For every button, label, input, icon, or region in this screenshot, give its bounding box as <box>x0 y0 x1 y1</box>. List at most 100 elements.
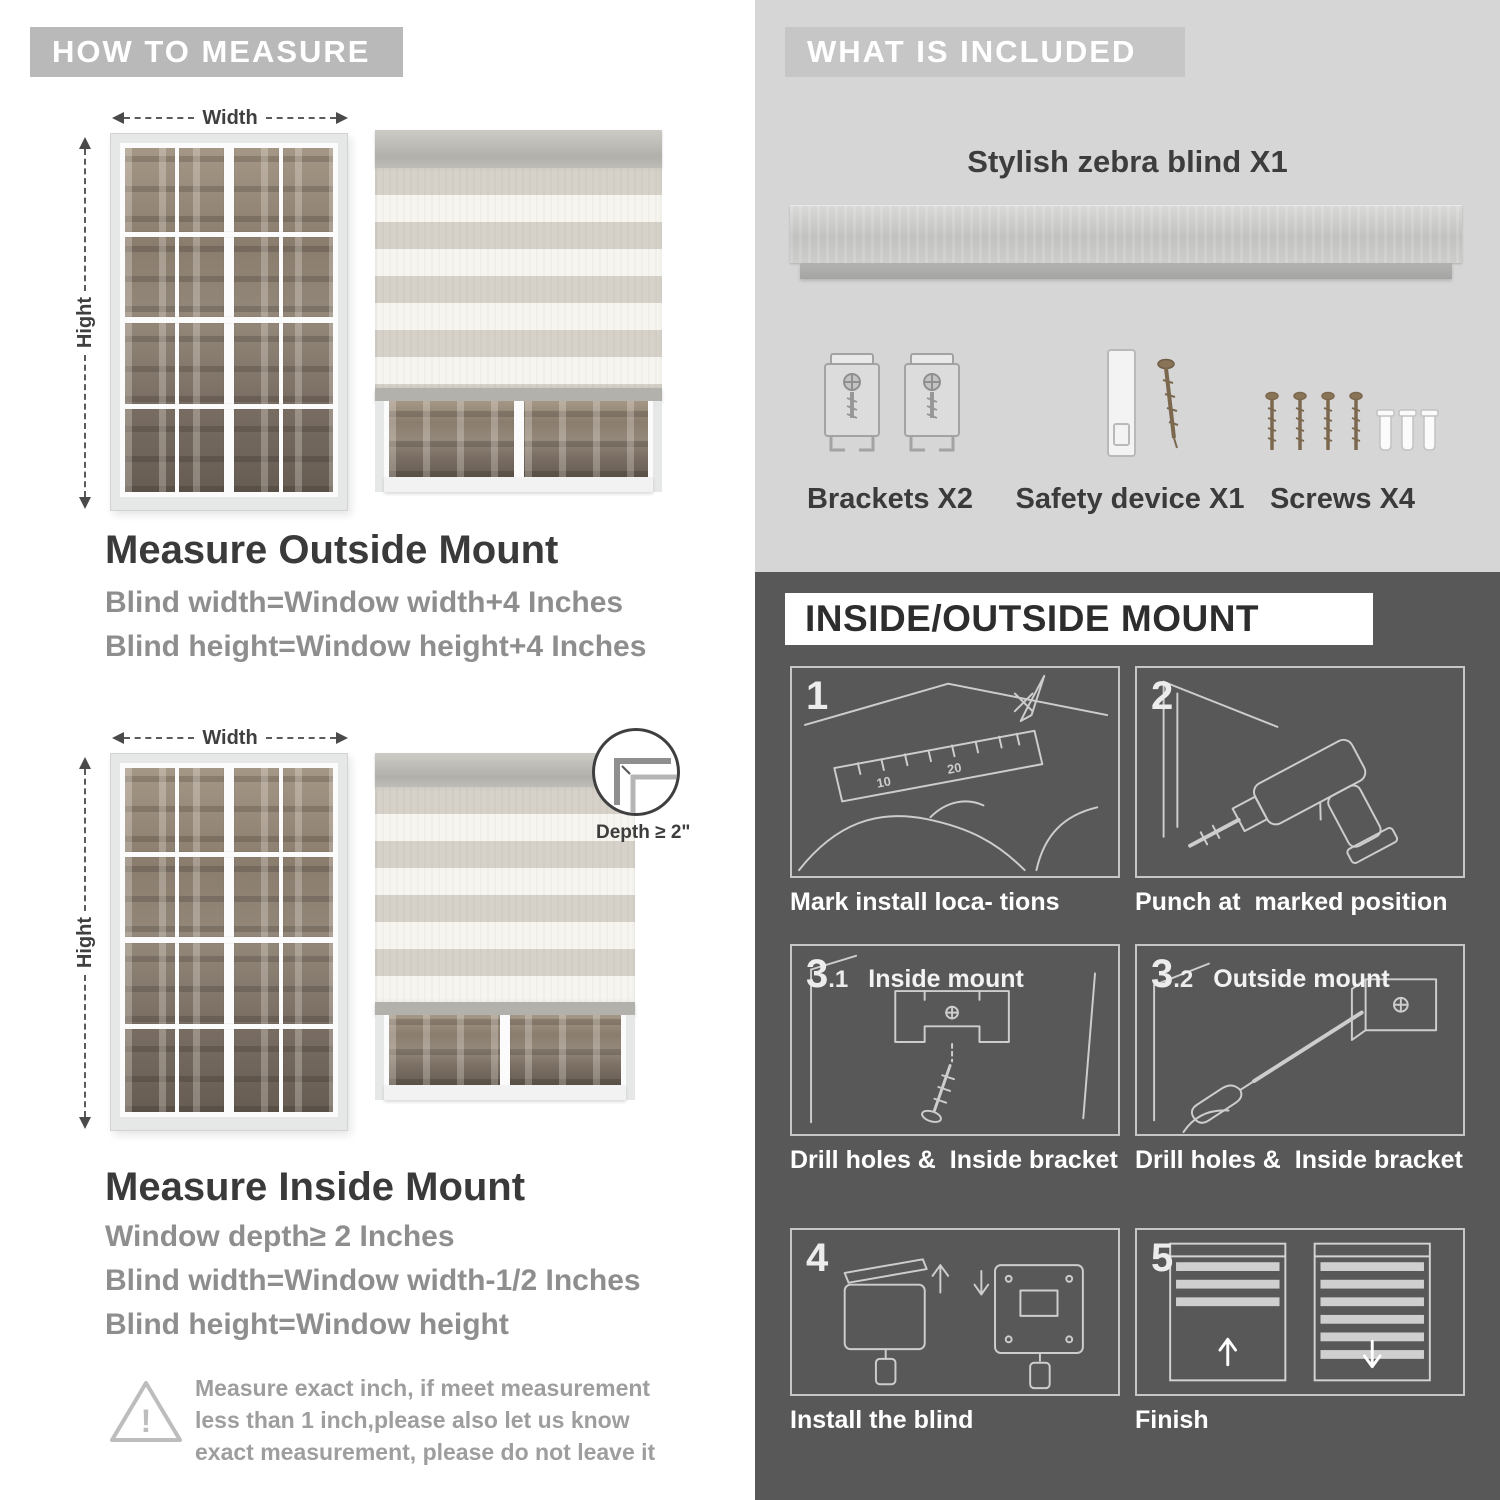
dimension-line <box>84 149 86 292</box>
depth-magnifier-icon <box>592 728 680 816</box>
window-photo-strip <box>384 401 653 477</box>
step-2-caption: Punch at marked position <box>1135 888 1448 916</box>
window-below-blind <box>375 1015 635 1100</box>
step-number: 1 <box>806 674 829 718</box>
inside-bracket-illustration <box>810 954 1096 1124</box>
arrow-up-icon <box>79 137 91 149</box>
height-dimension-outside: Hight <box>70 137 100 509</box>
height-dimension-inside: Hight <box>70 757 100 1129</box>
step-2-panel: 2 <box>1135 666 1465 878</box>
screws-label: Screws X4 <box>1269 483 1416 515</box>
dimension-line <box>84 354 86 497</box>
finish-illustration <box>1169 1242 1431 1382</box>
height-label: Hight <box>73 917 96 969</box>
outside-mount-title: Measure Outside Mount <box>105 528 559 572</box>
step-5-caption: Finish <box>1135 1406 1209 1434</box>
dimension-line <box>84 769 86 912</box>
window-photo-strip <box>384 1015 626 1085</box>
width-label: Width <box>202 106 258 129</box>
step-4-panel: 4 <box>790 1228 1120 1396</box>
mount-instructions-section: INSIDE/OUTSIDE MOUNT 1 10 <box>755 572 1500 1500</box>
blind-bottom-rail <box>375 388 662 401</box>
step-3-2-panel: 3.2 Outside mount <box>1135 944 1465 1136</box>
arrow-up-icon <box>79 757 91 769</box>
safety-device-icon <box>1100 346 1200 469</box>
svg-text:10: 10 <box>875 773 892 790</box>
blind-stripes <box>375 168 662 388</box>
step-number: 2 <box>1151 674 1174 718</box>
window-illustration-outside <box>110 133 348 511</box>
step-5-panel: 5 <box>1135 1228 1465 1396</box>
window-mullion <box>500 1015 510 1085</box>
how-to-measure-header: HOW TO MEASURE <box>30 27 403 77</box>
inside-mount-title: Measure Inside Mount <box>105 1165 526 1209</box>
depth-corner-detail <box>614 758 677 813</box>
bracket-icon <box>897 350 967 465</box>
window-sill <box>384 1085 626 1100</box>
mark-locations-illustration: 10 20 <box>798 674 1109 872</box>
dimension-line <box>265 737 337 739</box>
step-3-1-caption: Drill holes & Inside bracket <box>790 1146 1118 1174</box>
window-mullion <box>513 401 524 477</box>
step-number: 3.1 <box>806 952 849 996</box>
zebra-blind-item-label: Stylish zebra blind X1 <box>967 144 1288 179</box>
window-mullion <box>125 937 333 943</box>
arrow-right-icon <box>336 112 349 124</box>
measurement-warning-text: Measure exact inch, if meet measurement … <box>195 1375 656 1466</box>
width-dimension-inside: Width <box>112 726 349 750</box>
blind-stripes <box>375 787 635 1002</box>
arrow-down-icon <box>79 497 91 509</box>
window-mullion <box>125 1024 333 1029</box>
step-3-2-caption: Drill holes & Inside bracket <box>1135 1146 1463 1174</box>
warning-triangle-icon: ! <box>108 1378 184 1451</box>
bracket-icon <box>817 350 887 465</box>
window-mullion <box>125 317 333 323</box>
window-panes <box>120 143 338 497</box>
dimension-line <box>124 117 195 119</box>
what-is-included-section: WHAT IS INCLUDED Stylish zebra blind X1 <box>755 0 1500 572</box>
drill-illustration <box>1162 680 1399 865</box>
zebra-blind-headrail-image <box>790 205 1462 279</box>
step-4-caption: Install the blind <box>790 1406 974 1434</box>
depth-label: Depth ≥ 2" <box>596 822 691 843</box>
mount-section-header: INSIDE/OUTSIDE MOUNT <box>785 593 1373 645</box>
screw-icon <box>1260 388 1440 471</box>
dimension-line <box>124 737 195 739</box>
safety-device-label: Safety device X1 <box>1015 483 1245 515</box>
step-1-panel: 1 10 20 <box>790 666 1120 878</box>
height-label: Hight <box>73 297 96 349</box>
step-number: 4 <box>806 1236 829 1280</box>
step-number: 3.2 <box>1151 952 1194 996</box>
dimension-line <box>84 974 86 1117</box>
window-mullion <box>125 404 333 409</box>
blind-cassette <box>375 130 662 168</box>
step-3-1-panel: 3.1 Inside mount <box>790 944 1120 1136</box>
step-1-caption: Mark install loca- tions <box>790 888 1060 916</box>
blind-bottom-rail <box>375 1002 635 1015</box>
width-label: Width <box>202 726 258 749</box>
arrow-left-icon <box>112 112 124 124</box>
step-number: 5 <box>1151 1236 1174 1280</box>
window-sill <box>384 477 653 492</box>
arrow-down-icon <box>79 1117 91 1129</box>
svg-text:!: ! <box>141 1403 152 1439</box>
install-blind-illustration <box>843 1258 1084 1390</box>
window-mullion <box>125 232 333 237</box>
width-dimension-outside: Width <box>112 106 349 130</box>
outside-bracket-illustration <box>1153 962 1438 1134</box>
outside-mount-line-2: Blind height=Window height+4 Inches <box>105 630 647 663</box>
svg-text:20: 20 <box>946 760 963 777</box>
what-is-included-header: WHAT IS INCLUDED <box>785 27 1185 77</box>
window-mullion <box>125 852 333 857</box>
brackets-label: Brackets X2 <box>806 483 974 515</box>
zebra-blind-illustration-outside <box>375 130 662 507</box>
inside-mount-line-3: Blind height=Window height <box>105 1308 509 1341</box>
outside-mount-label: Outside mount <box>1213 965 1390 993</box>
dimension-line <box>265 117 337 119</box>
window-below-blind <box>375 401 662 492</box>
arrow-right-icon <box>336 732 349 744</box>
outside-mount-line-1: Blind width=Window width+4 Inches <box>105 586 624 619</box>
arrow-left-icon <box>112 732 124 744</box>
window-panes <box>120 763 338 1117</box>
inside-mount-line-2: Blind width=Window width-1/2 Inches <box>105 1264 641 1297</box>
